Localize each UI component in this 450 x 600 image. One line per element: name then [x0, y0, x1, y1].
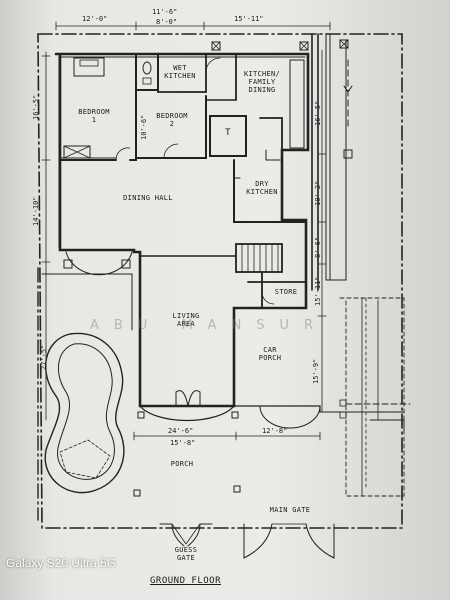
store-walls: [247, 271, 307, 309]
room-label-bedroom1: BEDROOM 1: [78, 108, 110, 124]
dim-left-2: 14'-10": [32, 196, 40, 226]
dim-right-4: 15'-11": [314, 276, 322, 306]
plan-title: GROUND FLOOR: [150, 576, 222, 586]
room-label-dry-kitchen: DRY KITCHEN: [246, 180, 278, 196]
bedroom2-walls: [135, 91, 207, 159]
watermark: ABU MANSUR: [90, 318, 329, 333]
dim-top-1: 12'-0": [82, 15, 108, 23]
dim-right-3: 8'-6": [314, 236, 322, 258]
dim-right-1: 16'-5": [314, 100, 322, 126]
room-label-kitchen-family-dining: KITCHEN/ FAMILY DINING: [243, 70, 281, 94]
room-label-toilet: T: [225, 128, 231, 138]
room-label-car-porch: CAR PORCH: [258, 346, 282, 362]
dim-bottom-2: 15'-8": [170, 439, 196, 447]
dim-top-4: 15'-11": [234, 15, 264, 23]
room-label-living-area: LIVING AREA: [172, 312, 200, 328]
dim-right-2: 10'-2": [314, 180, 322, 206]
room-label-wet-kitchen: WET KITCHEN: [164, 64, 196, 80]
plot-boundary: [37, 33, 403, 529]
dim-top-2: 11'-6": [152, 8, 178, 16]
dim-left-3: 27'-5": [40, 344, 48, 370]
staircase: [235, 243, 283, 273]
dim-bottom-3: 12'-8": [262, 427, 288, 435]
room-label-bedroom2: BEDROOM 2: [156, 112, 188, 128]
driveway-outline: [339, 297, 405, 497]
dim-bedroom2-vertical: 10'-6": [140, 114, 148, 140]
dim-top-3: 8'-0": [156, 18, 178, 26]
main-gate-drawing: [243, 523, 335, 559]
toilet-box: [209, 115, 247, 157]
dim-bottom-1: 24'-6": [168, 427, 194, 435]
bedroom1-walls: [59, 53, 137, 161]
label-guess-gate: GUESS GATE: [174, 546, 198, 562]
swimming-pool: [44, 332, 125, 494]
device-label: Galaxy S20 Ultra 5G: [6, 556, 117, 570]
room-label-porch: PORCH: [170, 460, 194, 468]
car-porch-outline: [233, 405, 321, 413]
room-label-store: STORE: [274, 288, 298, 296]
dim-left-1: 16'-5": [32, 94, 40, 120]
label-main-gate: MAIN GATE: [269, 506, 311, 514]
room-label-dining-hall: DINING HALL: [123, 194, 173, 202]
dim-right-5: 15'-9": [312, 358, 320, 384]
